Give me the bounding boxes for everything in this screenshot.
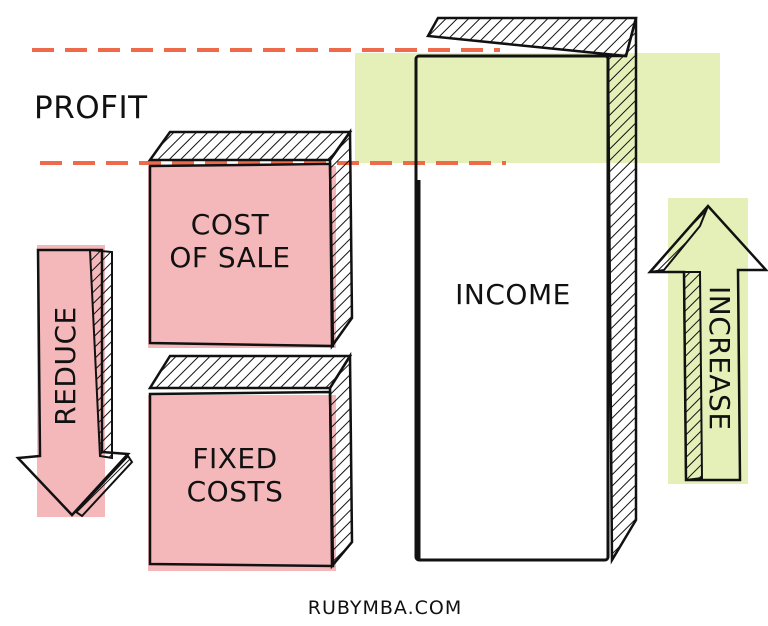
- cost-of-sale-fill: [148, 166, 336, 348]
- reduce-label: REDUCE: [49, 306, 82, 426]
- increase-arrow: [647, 204, 768, 482]
- footer-url: RUBYMBA.COM: [307, 597, 463, 619]
- cost-of-sale-label: COST OF SALE: [169, 208, 291, 275]
- reduce-arrow: [15, 248, 134, 518]
- cost-of-sale-box: [147, 128, 354, 350]
- income-bar: [414, 16, 638, 565]
- fixed-costs-label: FIXED COSTS: [186, 442, 284, 509]
- increase-label: INCREASE: [703, 286, 736, 431]
- fixed-costs-box: [147, 351, 354, 570]
- profit-label: PROFIT: [34, 90, 148, 126]
- profit-highlight: [355, 53, 720, 163]
- income-label: INCOME: [455, 278, 571, 311]
- fixed-costs-fill: [148, 395, 336, 571]
